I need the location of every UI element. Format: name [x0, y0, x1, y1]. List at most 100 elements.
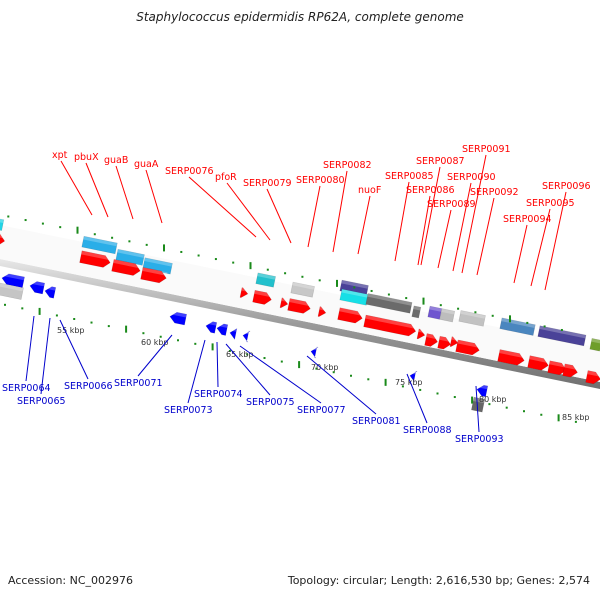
scale-label-55kbp: 55 kbp	[57, 326, 85, 335]
minor-tick	[90, 321, 93, 324]
major-tick	[384, 378, 387, 386]
gene-label-serp0074[interactable]: SERP0074	[194, 389, 243, 400]
gene-label-serp0066[interactable]: SERP0066	[64, 381, 113, 392]
gene-label-serp0065[interactable]: SERP0065	[17, 396, 66, 407]
forward-gene-arrow	[547, 360, 567, 376]
gene-label-serp0094[interactable]: SERP0094	[503, 214, 552, 225]
gene-label-pbux[interactable]: pbuX	[74, 152, 99, 163]
gene-label-serp0081[interactable]: SERP0081	[352, 416, 401, 427]
gene-block	[499, 317, 536, 336]
forward-gene-arrow	[317, 306, 327, 317]
forward-gene-small	[449, 336, 459, 347]
gene-label-serp0092[interactable]: SERP0092	[470, 187, 519, 198]
gene-label-serp0093[interactable]: SERP0093	[455, 434, 504, 445]
gene-block	[439, 308, 456, 323]
reverse-gene	[169, 311, 188, 326]
major-tick	[76, 226, 79, 234]
forward-gene-arrow	[416, 328, 426, 340]
accession-text: Accession: NC_002976	[8, 574, 134, 587]
gene-label-serp0080[interactable]: SERP0080	[296, 175, 345, 186]
gene-highlight	[426, 333, 439, 340]
minor-tick	[73, 318, 76, 321]
forward-gene-arrow	[140, 266, 167, 284]
reverse-gene	[242, 330, 251, 343]
forward-gene	[437, 335, 452, 350]
gene-block	[411, 305, 422, 319]
gene-label-guab[interactable]: guaB	[104, 155, 128, 166]
gene-block	[411, 305, 422, 319]
label-leaders	[25, 154, 567, 433]
minor-tick	[543, 325, 546, 328]
gene-label-nuof[interactable]: nuoF	[358, 185, 381, 196]
gene-highlight	[170, 311, 187, 318]
gene-label-serp0088[interactable]: SERP0088	[403, 425, 452, 436]
leader-line	[188, 176, 257, 238]
major-tick	[249, 262, 252, 270]
leader-line	[307, 185, 321, 248]
gene-label-serp0073[interactable]: SERP0073	[164, 405, 213, 416]
gene-block	[589, 338, 600, 352]
major-tick	[471, 396, 474, 404]
gene-label-serp0086[interactable]: SERP0086	[406, 185, 455, 196]
gene-highlight	[587, 370, 600, 377]
gene-label-serp0090[interactable]: SERP0090	[447, 172, 496, 183]
gene-label-guaa[interactable]: guaA	[134, 159, 159, 170]
scale-label-70kbp: 70 kbp	[311, 363, 339, 372]
forward-gene	[547, 360, 568, 376]
gene-label-serp0091[interactable]: SERP0091	[462, 144, 511, 155]
gene-highlight	[473, 397, 485, 404]
minor-tick	[159, 335, 162, 338]
minor-tick	[526, 321, 529, 324]
minor-tick	[401, 385, 404, 388]
gene-label-serp0095[interactable]: SERP0095	[526, 198, 575, 209]
gene-highlight	[439, 336, 452, 343]
gene-label-pfor[interactable]: pfoR	[215, 172, 237, 183]
leader-line	[357, 195, 371, 255]
gene-label-serp0076[interactable]: SERP0076	[165, 166, 214, 177]
major-tick	[163, 244, 165, 252]
gene-label-xpt[interactable]: xpt	[52, 150, 68, 161]
gene-highlight	[254, 290, 273, 298]
gene-label-serp0071[interactable]: SERP0071	[114, 378, 163, 389]
gene-label-serp0077[interactable]: SERP0077	[297, 405, 346, 416]
forward-gene	[424, 333, 439, 347]
gene-highlight	[142, 267, 168, 276]
leader-line	[332, 170, 348, 253]
gene-highlight	[365, 315, 417, 329]
forward-gene-arrow	[363, 314, 417, 337]
forward-gene-arrow	[287, 298, 311, 314]
gene-label-serp0075[interactable]: SERP0075	[246, 397, 295, 408]
gene-block	[81, 235, 118, 255]
reverse-gene	[205, 320, 218, 334]
minor-tick	[353, 286, 356, 289]
gene-block	[339, 288, 369, 306]
forward-gene	[287, 298, 312, 314]
minor-tick	[523, 410, 525, 413]
gene-highlight	[281, 297, 289, 303]
gene-highlight	[81, 250, 112, 261]
leader-line	[137, 334, 173, 377]
minor-tick	[180, 250, 183, 253]
leader-line	[145, 169, 163, 224]
minor-tick	[266, 268, 269, 271]
gene-label-serp0089[interactable]: SERP0089	[427, 199, 476, 210]
gene-highlight	[292, 282, 315, 290]
gene-label-serp0079[interactable]: SERP0079	[243, 178, 292, 189]
gene-label-serp0064[interactable]: SERP0064	[2, 383, 51, 394]
gene-label-serp0082[interactable]: SERP0082	[323, 160, 372, 171]
forward-gene-arrow	[424, 333, 438, 347]
gene-highlight	[457, 339, 481, 349]
gene-highlight	[0, 218, 4, 224]
major-tick	[422, 297, 425, 305]
reverse-gene-arrow	[169, 311, 188, 326]
gene-label-serp0087[interactable]: SERP0087	[416, 156, 465, 167]
forward-gene-arrow	[449, 336, 459, 347]
gene-block	[290, 281, 315, 298]
gene-label-serp0085[interactable]: SERP0085	[385, 171, 434, 182]
minor-tick	[453, 396, 456, 399]
gene-highlight	[0, 234, 6, 239]
gene-highlight	[341, 289, 369, 298]
scale-label-80kbp: 80 kbp	[479, 395, 507, 404]
gene-label-serp0096[interactable]: SERP0096	[542, 181, 591, 192]
gene-block	[537, 325, 587, 347]
